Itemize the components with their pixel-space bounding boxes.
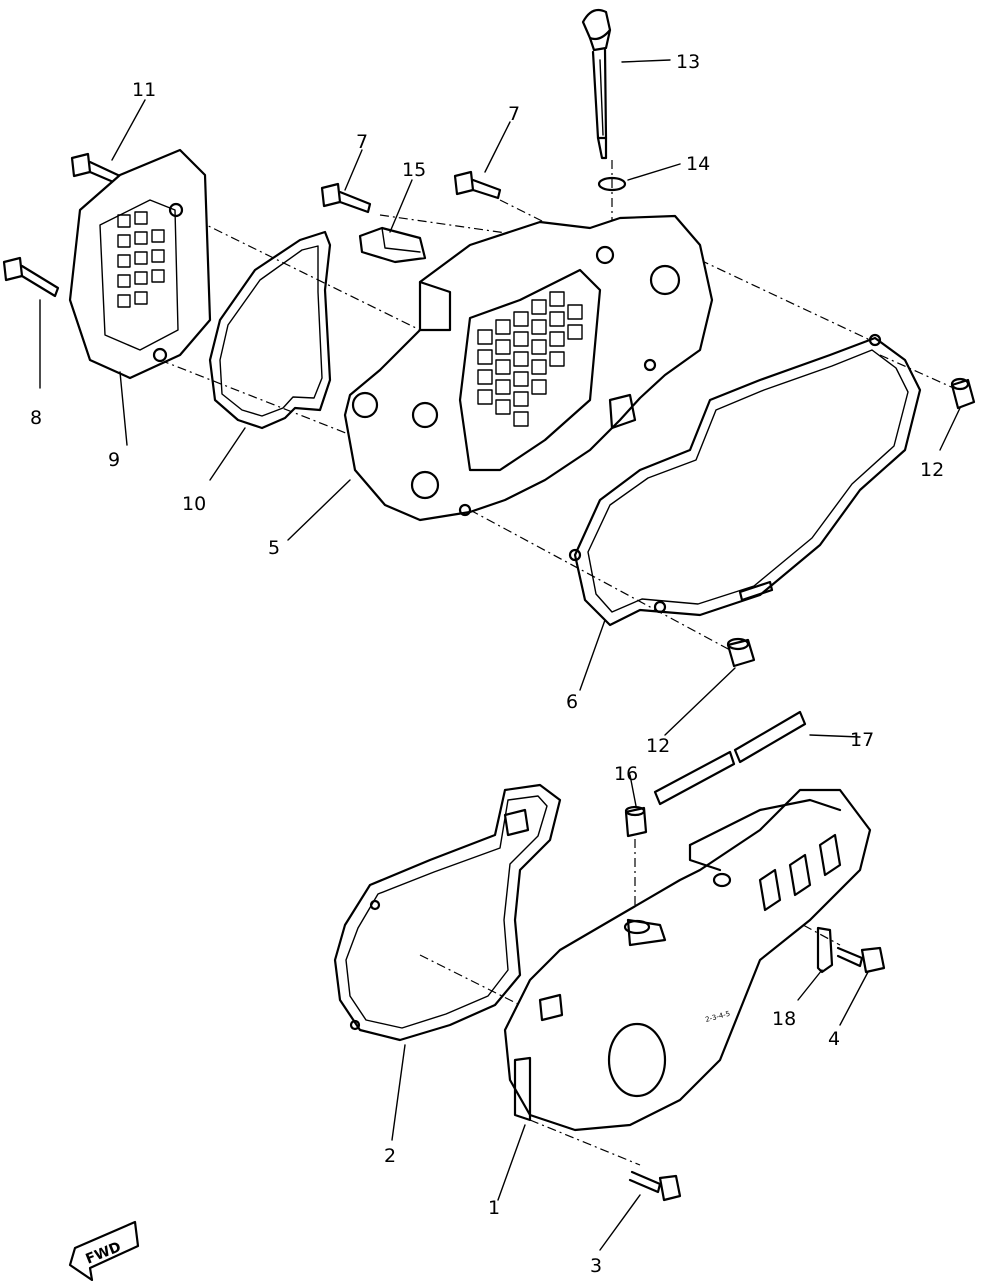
forward-arrow-icon: FWD: [68, 1220, 140, 1281]
callout-4: 4: [828, 1028, 840, 1050]
callout-16: 16: [614, 763, 638, 785]
dowel-pin-part-12-lower: [726, 637, 756, 668]
hose-part-17: [653, 710, 807, 806]
dipstick-part-13: [581, 8, 612, 160]
clamp-part-15: [358, 226, 427, 264]
callout-14: 14: [686, 153, 710, 175]
gasket-part-2: [333, 783, 562, 1042]
callout-2: 2: [384, 1145, 396, 1167]
callout-17: 17: [850, 729, 874, 751]
bolt-part-7-left: [320, 182, 372, 214]
clip-part-18: [816, 926, 834, 974]
crankcase-cover-part-5: [343, 214, 714, 522]
dowel-pin-part-12-upper: [950, 377, 976, 410]
bolt-part-4: [836, 946, 886, 974]
callout-12-upper: 12: [920, 459, 944, 481]
o-ring-part-14: [597, 176, 627, 192]
bolt-part-3: [628, 1170, 682, 1202]
engine-cover-part-1: 2-3-4-5: [503, 788, 872, 1132]
callout-labels: 1 2 3 4 5 6 7 7 8 9 10 11 12 12 13 14 15…: [30, 51, 944, 1277]
fitting-part-16: [624, 805, 648, 838]
callout-15: 15: [402, 159, 426, 181]
callout-11: 11: [132, 79, 156, 101]
callout-13: 13: [676, 51, 700, 73]
callout-12-lower: 12: [646, 735, 670, 757]
callout-3: 3: [590, 1255, 602, 1277]
leader-lines: [39, 59, 961, 1251]
gasket-part-6: [568, 333, 922, 627]
callout-9: 9: [108, 449, 120, 471]
callout-1: 1: [488, 1197, 500, 1219]
bolt-part-7-right: [453, 170, 502, 200]
callout-10: 10: [182, 493, 206, 515]
bolt-part-8: [2, 256, 60, 298]
callout-7-left: 7: [356, 131, 368, 153]
callout-6: 6: [566, 691, 578, 713]
callout-8: 8: [30, 407, 42, 429]
callout-18: 18: [772, 1008, 796, 1030]
callout-7-right: 7: [508, 103, 520, 125]
callout-5: 5: [268, 537, 280, 559]
sprocket-cover-part-9: [68, 148, 212, 380]
gasket-part-10: [208, 230, 332, 430]
